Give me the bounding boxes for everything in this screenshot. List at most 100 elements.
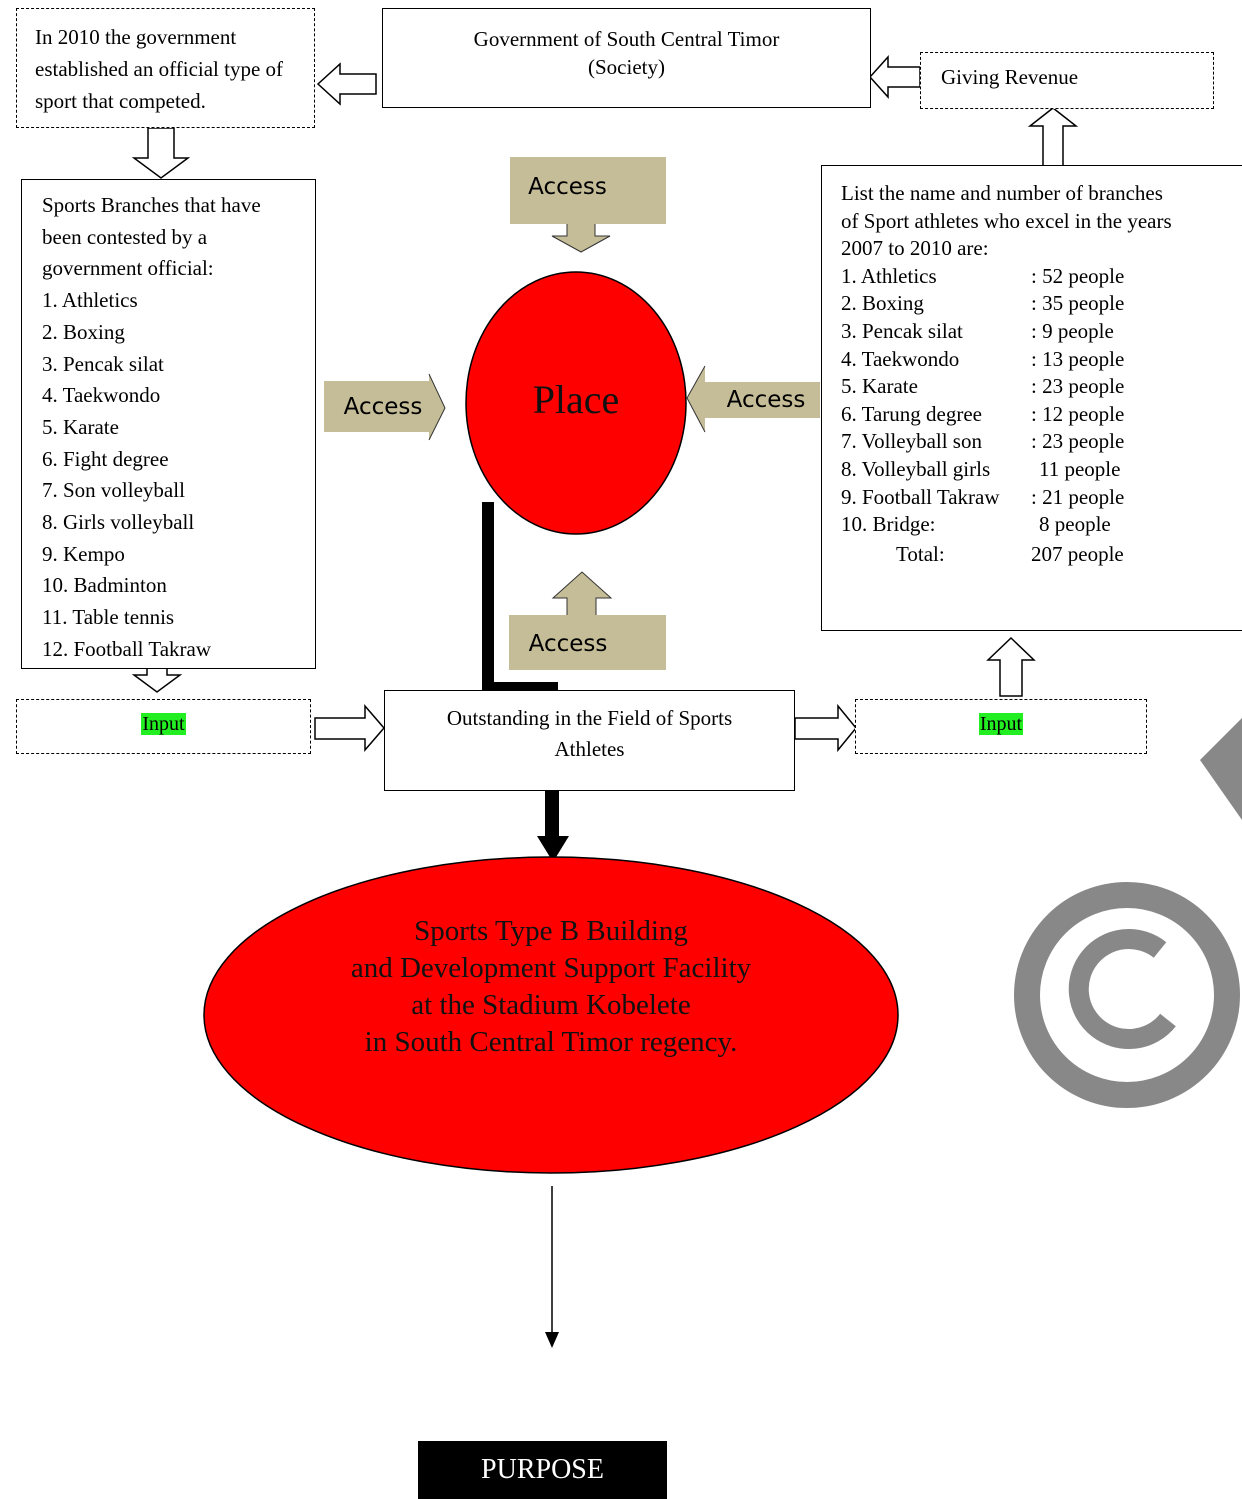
arrow-revenue-to-gov <box>868 55 921 99</box>
place-circle <box>465 271 687 535</box>
athlete-name: 7. Volleyball son <box>841 429 982 454</box>
established-text: In 2010 the government established an of… <box>35 25 284 113</box>
athletes-row: 3. Pencak silat : 9 people <box>841 318 1242 346</box>
revenue-text: Giving Revenue <box>941 65 1079 89</box>
input-left-box: Input <box>16 699 311 754</box>
athlete-name: 8. Volleyball girls <box>841 456 991 481</box>
athlete-count: 11 people <box>1039 456 1121 481</box>
athletes-row: 5. Karate : 23 people <box>841 373 1242 401</box>
branches-item: 10. Badminton <box>42 573 167 598</box>
purpose-box: PURPOSE <box>418 1441 667 1499</box>
athletes-row: 1. Athletics: 52 people <box>841 263 1242 291</box>
athlete-count: : 23 people <box>1031 429 1125 454</box>
branches-intro-2: been contested by a <box>42 224 208 249</box>
athletes-row: 7. Volleyball son : 23 people <box>841 428 1242 456</box>
access-top-arrow-outline <box>551 224 611 253</box>
athletes-row: 6. Tarung degree : 12 people <box>841 401 1242 429</box>
athletes-total-label: Total: <box>896 541 945 566</box>
athlete-count: : 23 people <box>1031 374 1125 399</box>
government-line1: Government of South Central Timor <box>473 27 780 51</box>
input-left-label: Input <box>141 713 186 735</box>
athletes-box: List the name and number of branches of … <box>821 165 1242 631</box>
access-right-arrow-shape <box>687 366 820 432</box>
access-bottom-arrow-shape <box>509 572 666 670</box>
athletes-row: 9. Football Takraw : 21 people <box>841 484 1242 512</box>
arrow-outstanding-to-input <box>794 703 857 753</box>
government-box: Government of South Central Timor (Socie… <box>382 8 871 108</box>
branches-item: 1. Athletics <box>42 288 138 313</box>
branches-item: 11. Table tennis <box>42 605 175 630</box>
main-ellipse-line: and Development Support Facility <box>350 952 752 984</box>
athletes-row: 8. Volleyball girls 11 people <box>841 456 1242 484</box>
revenue-box: Giving Revenue <box>920 52 1214 109</box>
athletes-total-row: Total: 207 people <box>841 541 1242 569</box>
main-ellipse-text: Sports Type B Building and Development S… <box>250 913 852 1061</box>
athletes-intro-1: List the name and number of branches <box>841 181 1163 205</box>
main-ellipse <box>203 856 899 1174</box>
outstanding-line1: Outstanding in the Field of Sports <box>446 706 733 730</box>
athlete-name: 4. Taekwondo <box>841 346 960 371</box>
access-left-arrow-outline <box>428 373 446 441</box>
access-bottom-arrow-outline <box>551 571 613 615</box>
branches-box: Sports Branches that have been contested… <box>21 179 316 669</box>
outstanding-line2: Athletes <box>554 737 625 761</box>
athletes-row: 10. Bridge: 8 people <box>841 511 1242 539</box>
athlete-count: : 9 people <box>1031 318 1114 343</box>
main-ellipse-line: Sports Type B Building <box>414 915 688 947</box>
athletes-row: 2. Boxing: 35 people <box>841 290 1242 318</box>
branches-item: 9. Kempo <box>42 541 125 566</box>
purpose-label: PURPOSE <box>481 1454 604 1485</box>
athletes-total-value: 207 people <box>1031 541 1124 566</box>
branches-item: 3. Pencak silat <box>42 351 164 376</box>
access-top-text: Access <box>528 174 607 200</box>
connector-vertical <box>482 502 494 690</box>
branches-item: 6. Fight degree <box>42 446 169 471</box>
input-right-box: Input <box>855 699 1147 754</box>
access-right-label: Access <box>712 382 820 418</box>
athlete-name: 6. Tarung degree <box>841 401 983 426</box>
athlete-count: : 21 people <box>1031 484 1125 509</box>
access-bottom-text: Access <box>528 630 608 657</box>
athletes-intro-3: 2007 to 2010 are: <box>841 236 989 261</box>
access-right-arrow-outline <box>686 365 706 433</box>
access-left-arrow-shape <box>324 374 445 440</box>
athlete-count: : 52 people <box>1031 263 1125 288</box>
athlete-count: 8 people <box>1039 512 1111 537</box>
watermark-slash <box>1200 718 1242 820</box>
connector-horizontal <box>482 682 558 692</box>
access-top-label: Access <box>510 157 625 217</box>
athlete-name: 10. Bridge: <box>841 512 936 537</box>
access-left-label: Access <box>324 381 442 432</box>
branches-item: 7. Son volleyball <box>42 478 185 503</box>
branches-item: 5. Karate <box>42 414 119 439</box>
athlete-name: 3. Pencak silat <box>841 318 963 343</box>
access-bottom-label: Access <box>509 617 627 670</box>
main-ellipse-line: in South Central Timor regency. <box>364 1026 738 1058</box>
athletes-intro-2: of Sport athletes who excel in the years <box>841 208 1172 233</box>
arrow-input-to-athletes <box>986 636 1036 697</box>
input-right-label: Input <box>978 713 1024 735</box>
branches-item: 8. Girls volleyball <box>42 510 195 535</box>
established-box: In 2010 the government established an of… <box>16 8 315 128</box>
athlete-name: 5. Karate <box>841 374 918 399</box>
government-line2: (Society) <box>588 55 665 79</box>
thick-arrow-shaft <box>545 791 559 836</box>
branches-intro-3: government official: <box>42 256 214 281</box>
arrow-gov-to-established <box>316 62 377 106</box>
athlete-name: 2. Boxing <box>841 291 924 316</box>
outstanding-box: Outstanding in the Field of Sports Athle… <box>384 690 795 791</box>
branches-intro-1: Sports Branches that have <box>42 193 261 217</box>
athlete-count: : 12 people <box>1031 401 1125 426</box>
main-ellipse-line: at the Stadium Kobelete <box>411 989 691 1021</box>
athlete-name: 9. Football Takraw <box>841 484 1000 509</box>
branches-item: 2. Boxing <box>42 319 125 344</box>
access-top-arrow-shape <box>510 157 666 252</box>
place-label: Place <box>532 377 620 422</box>
branches-item: 12. Football Takraw <box>42 636 212 661</box>
thick-arrow-head <box>537 836 569 862</box>
athletes-row: 4. Taekwondo: 13 people <box>841 346 1242 374</box>
arrow-established-to-branches <box>131 127 191 179</box>
access-right-text: Access <box>726 387 806 413</box>
arrow-athletes-to-revenue <box>1027 107 1079 167</box>
